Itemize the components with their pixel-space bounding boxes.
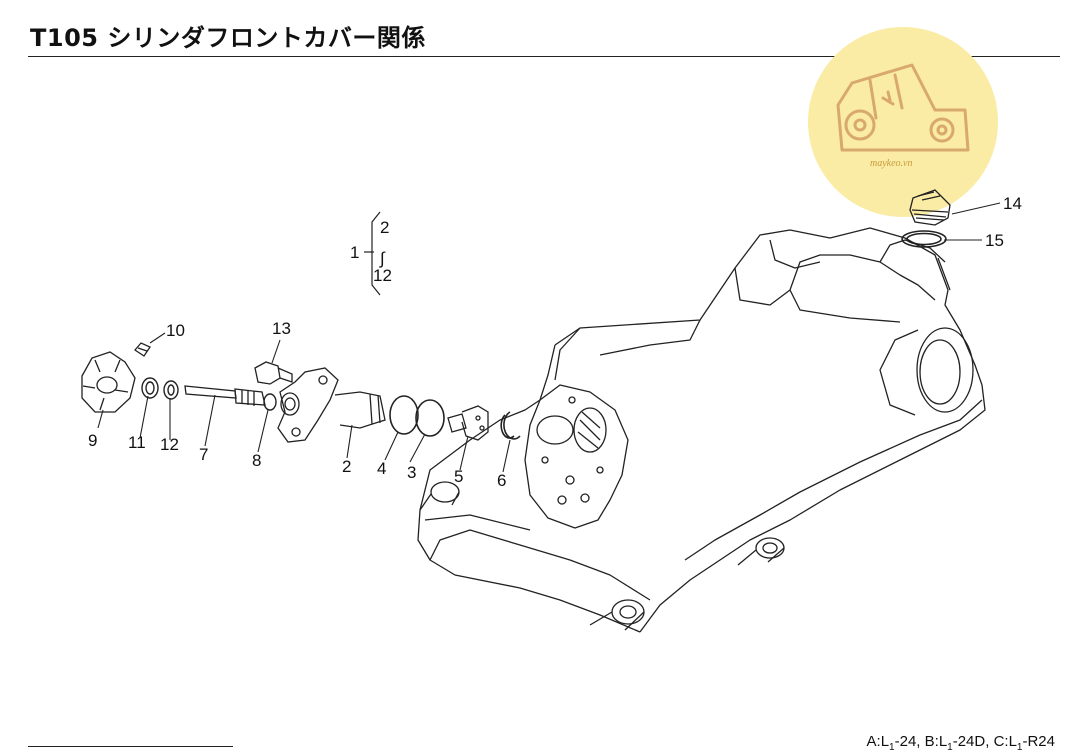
- group-bracket: [364, 211, 381, 296]
- callout-10: 10: [166, 321, 185, 340]
- pin-part: [134, 342, 151, 357]
- callout-14: 14: [1003, 194, 1022, 213]
- callout-7: 7: [199, 445, 208, 464]
- model-a-prefix: A:L: [866, 733, 890, 750]
- bottom-divider: [28, 746, 233, 747]
- group-tilde-label: ∫: [379, 249, 386, 268]
- shaft-part: [184, 385, 266, 406]
- filler-cap: [909, 189, 951, 226]
- tractor-logo-icon: [836, 63, 970, 152]
- o-ring-small: [263, 393, 277, 411]
- page-title: T105 シリンダフロントカバー関係: [30, 24, 426, 52]
- model-c-suffix: -R24: [1022, 733, 1055, 750]
- o-rings-large: [389, 395, 445, 437]
- group-to-label: 12: [373, 266, 392, 285]
- model-legend: A:L1-24, B:L1-24D, C:L1-R24: [867, 733, 1055, 753]
- group-parent-label: 1: [350, 243, 359, 262]
- piston-part: [447, 405, 489, 441]
- front-cover-part: [277, 367, 386, 443]
- callout-15: 15: [985, 231, 1004, 250]
- callout-9: 9: [88, 431, 97, 450]
- group-from-label: 2: [380, 218, 389, 237]
- snap-ring: [500, 411, 521, 440]
- model-c-sub: 1: [1016, 742, 1023, 753]
- callout-11: 11: [128, 433, 146, 452]
- bolt-part: [254, 361, 293, 385]
- model-b-suffix: -24D,: [952, 733, 990, 750]
- watermark-logo: maykeo.vn: [808, 27, 998, 217]
- knob-part: [81, 351, 136, 413]
- callout-12: 12: [160, 435, 179, 454]
- model-c-prefix: C:L: [993, 733, 1017, 750]
- callout-8: 8: [252, 451, 261, 470]
- callout-2: 2: [342, 457, 351, 476]
- model-b-prefix: B:L: [924, 733, 948, 750]
- title-divider: [28, 56, 1060, 57]
- gasket-ring: [901, 230, 947, 248]
- callout-4: 4: [377, 459, 386, 478]
- model-b-sub: 1: [947, 742, 953, 753]
- leader-lines: [97, 202, 1001, 473]
- model-a-sub: 1: [889, 742, 895, 753]
- callout-3: 3: [407, 463, 416, 482]
- callout-6: 6: [497, 471, 506, 490]
- callout-13: 13: [272, 319, 291, 338]
- watermark-text: maykeo.vn: [870, 158, 912, 169]
- callout-5: 5: [454, 467, 463, 486]
- transmission-housing: [417, 227, 986, 633]
- model-a-suffix: -24,: [894, 733, 921, 750]
- ring-parts: [141, 377, 179, 400]
